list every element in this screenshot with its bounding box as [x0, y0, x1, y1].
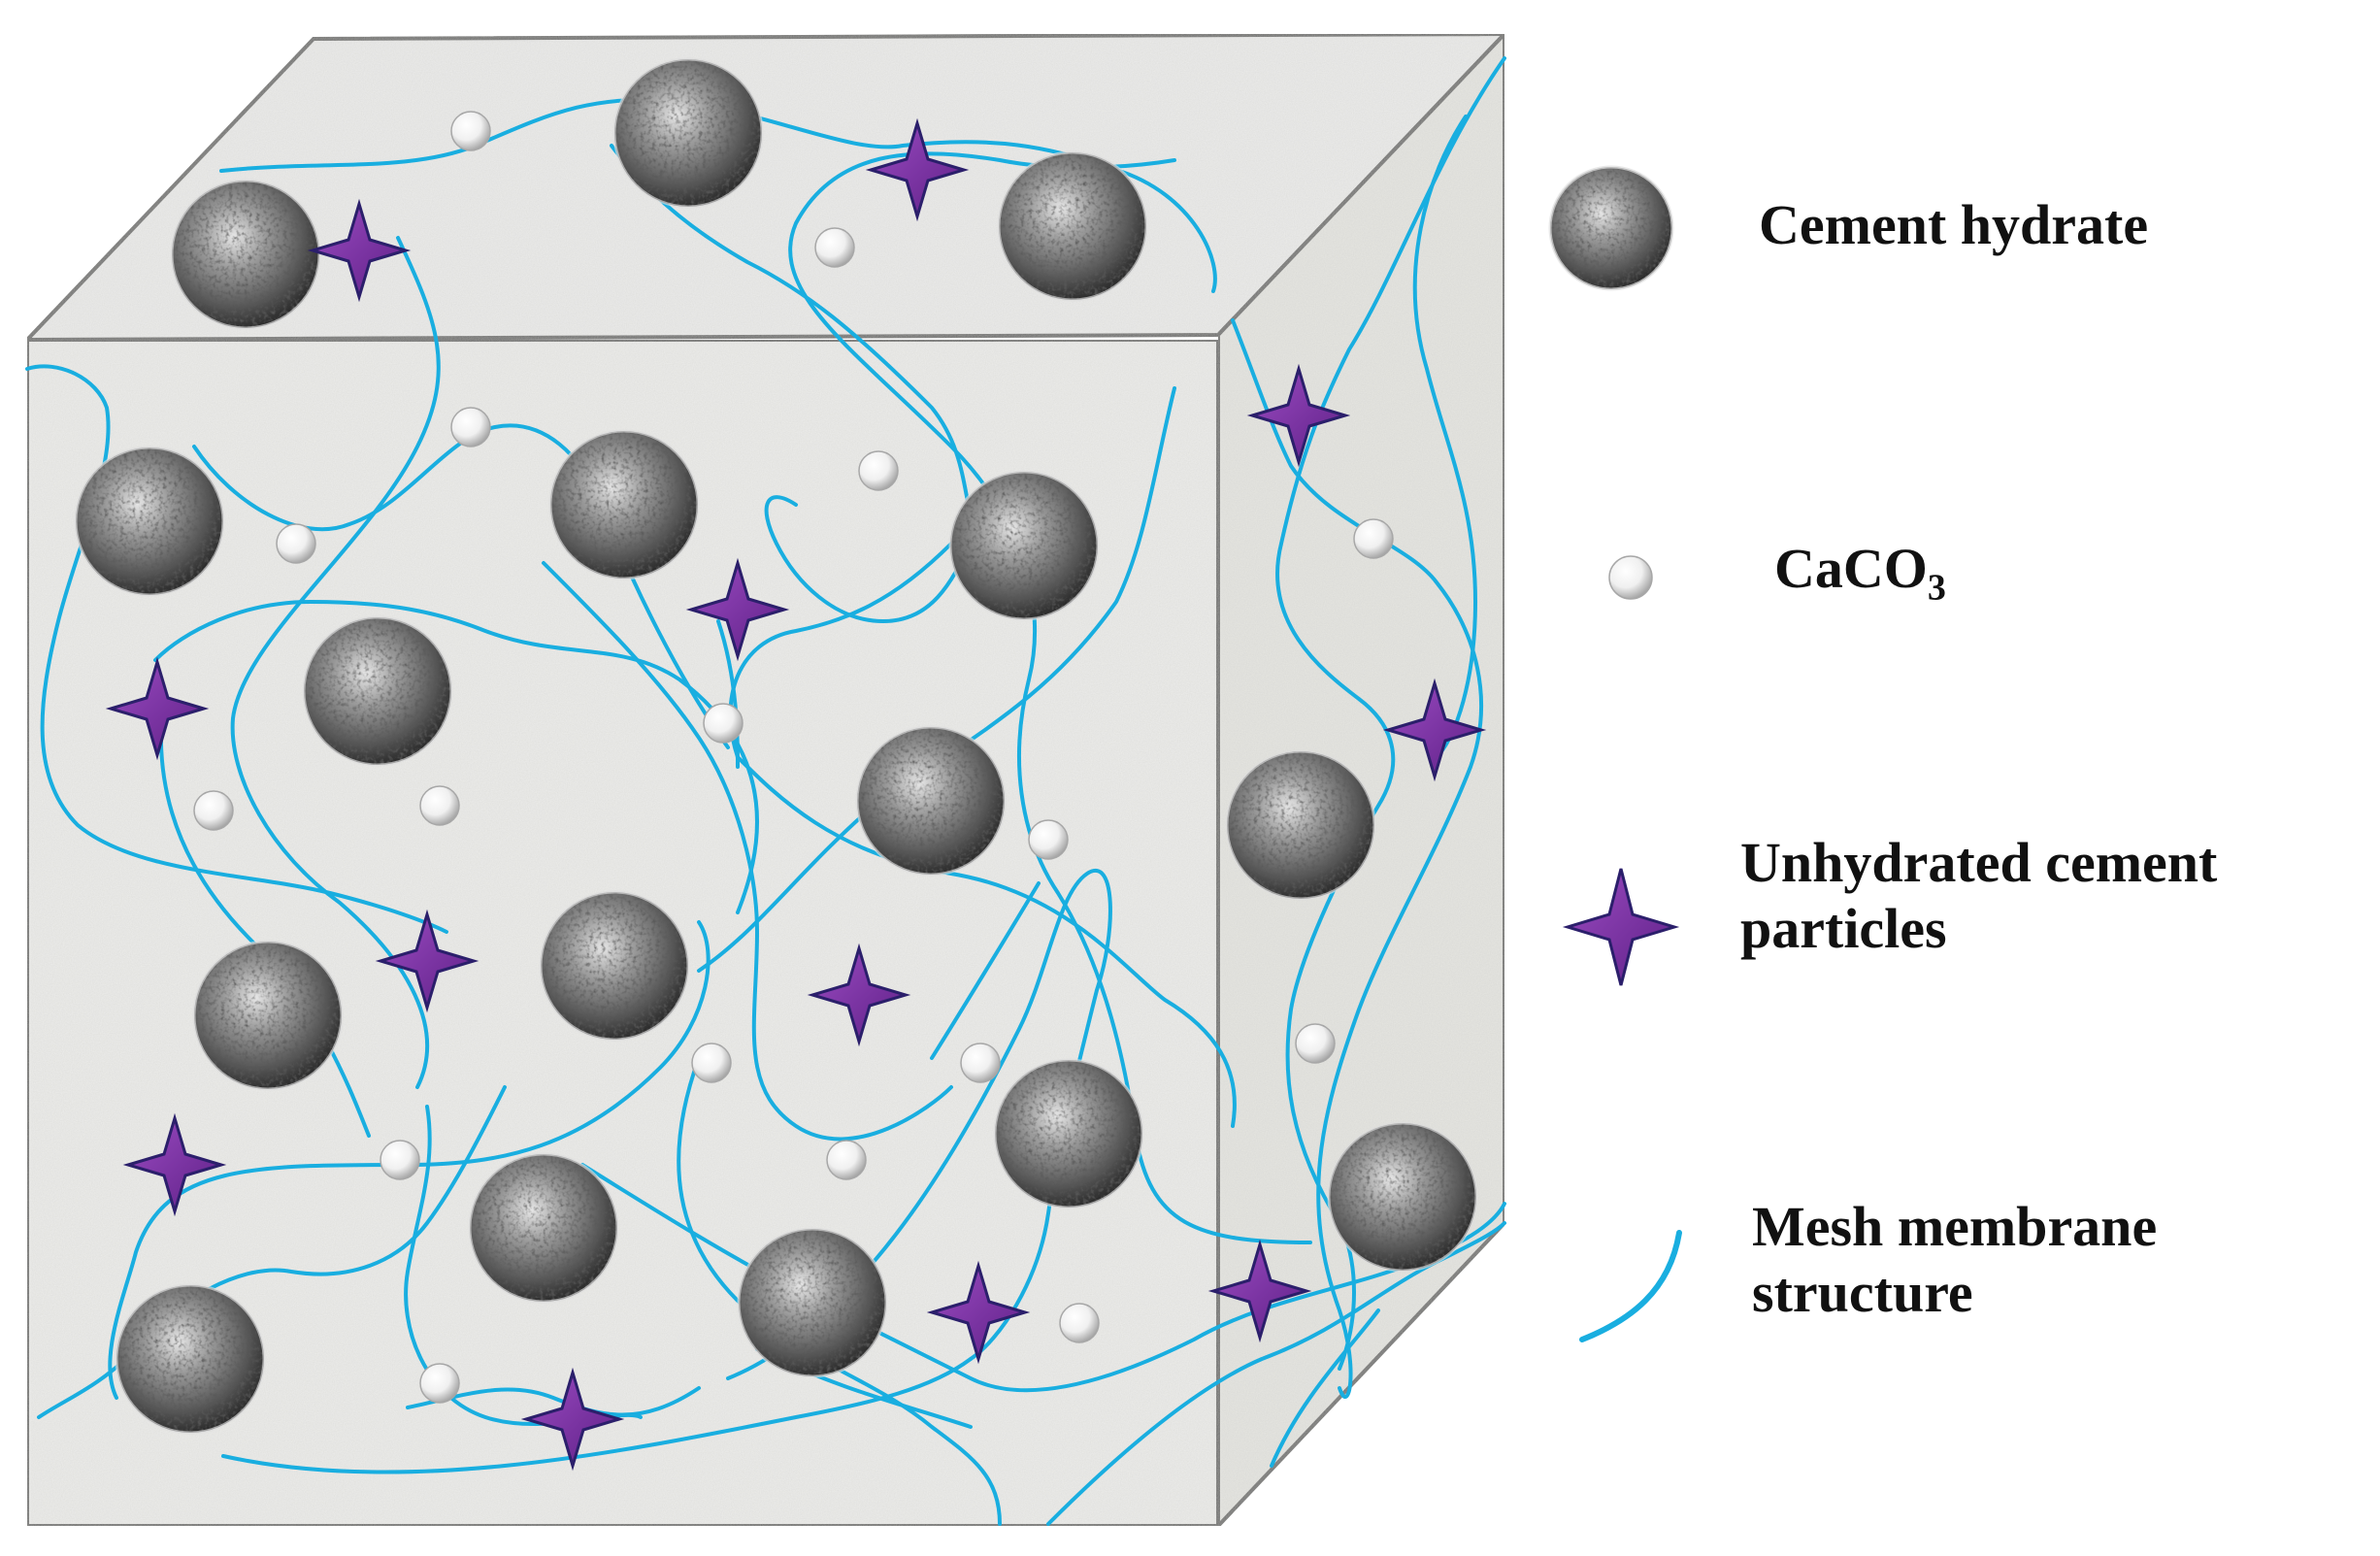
- unhydrated-cement-star: [685, 557, 790, 662]
- caco3-sphere: [703, 703, 744, 744]
- caco3-sphere: [1353, 518, 1394, 559]
- cement-hydrate-sphere: [855, 725, 1007, 877]
- legend-unhydrated-line2: particles: [1740, 897, 1947, 961]
- cement-hydrate-sphere: [1225, 749, 1376, 901]
- legend-mesh-label: Mesh membrane structure: [1752, 1194, 2157, 1327]
- legend-unhydrated-label: Unhydrated cement particles: [1740, 830, 2217, 963]
- caco3-sphere: [858, 450, 899, 491]
- caco3-sphere: [1059, 1303, 1100, 1343]
- caco3-sphere: [691, 1043, 732, 1083]
- unhydrated-cement-star: [1207, 1239, 1312, 1343]
- legend-mesh-icon: [1579, 1230, 1682, 1342]
- cement-hydrate-sphere: [170, 179, 321, 330]
- caco3-sphere: [1028, 819, 1069, 860]
- legend-mesh-line2: structure: [1752, 1261, 1973, 1325]
- cement-hydrate-sphere: [737, 1227, 888, 1378]
- cement-hydrate-sphere: [302, 615, 453, 767]
- cement-hydrate-particles: [74, 57, 1478, 1435]
- legend-unhydrated-line1: Unhydrated cement: [1740, 831, 2218, 894]
- unhydrated-cement-star: [105, 656, 210, 761]
- cement-hydrate-sphere: [548, 429, 700, 580]
- caco3-sphere: [380, 1140, 420, 1180]
- unhydrated-cement-star: [375, 909, 479, 1013]
- cement-hydrate-sphere: [74, 446, 225, 597]
- legend-cement-hydrate-icon: [1548, 165, 1674, 291]
- legend-caco3-main: CaCO: [1774, 537, 1928, 600]
- unhydrated-cement-particles: [105, 117, 1487, 1472]
- legend-caco3-label: CaCO3: [1774, 536, 1946, 607]
- caco3-sphere: [419, 1363, 460, 1404]
- caco3-sphere: [826, 1140, 867, 1180]
- cement-hydrate-sphere: [539, 890, 690, 1042]
- legend-mesh-line1: Mesh membrane: [1752, 1195, 2158, 1258]
- cement-hydrate-sphere: [115, 1283, 266, 1435]
- caco3-sphere: [960, 1043, 1001, 1083]
- caco3-sphere: [276, 523, 316, 564]
- cement-hydrate-sphere: [948, 470, 1100, 621]
- caco3-sphere: [450, 407, 491, 447]
- unhydrated-cement-star: [1246, 363, 1351, 468]
- cement-hydrate-sphere: [192, 940, 344, 1091]
- legend-cement-hydrate-text: Cement hydrate: [1759, 193, 2149, 256]
- legend-cement-hydrate-label: Cement hydrate: [1759, 192, 2148, 258]
- caco3-sphere: [814, 227, 855, 268]
- cement-hydrate-sphere: [993, 1058, 1144, 1209]
- legend-icons: [1548, 165, 1682, 1342]
- unhydrated-cement-star: [520, 1367, 625, 1472]
- unhydrated-cement-star: [122, 1112, 227, 1217]
- cement-hydrate-sphere: [1327, 1121, 1478, 1273]
- unhydrated-cement-star: [307, 198, 412, 303]
- legend-caco3-icon: [1608, 555, 1653, 600]
- unhydrated-cement-star: [865, 117, 970, 222]
- cement-hydrate-sphere: [612, 57, 764, 209]
- caco3-sphere: [450, 111, 491, 151]
- caco3-sphere: [193, 790, 234, 831]
- cement-hydrate-sphere: [997, 150, 1148, 302]
- unhydrated-cement-star: [926, 1260, 1031, 1365]
- legend-caco3-subscript: 3: [1927, 567, 1946, 609]
- caco3-sphere: [1295, 1023, 1336, 1064]
- caco3-sphere: [419, 785, 460, 826]
- unhydrated-cement-star: [1382, 678, 1487, 782]
- cement-hydrate-sphere: [468, 1152, 619, 1304]
- unhydrated-cement-star: [807, 943, 911, 1047]
- caco3-particles: [193, 111, 1394, 1404]
- legend-unhydrated-icon: [1562, 868, 1680, 986]
